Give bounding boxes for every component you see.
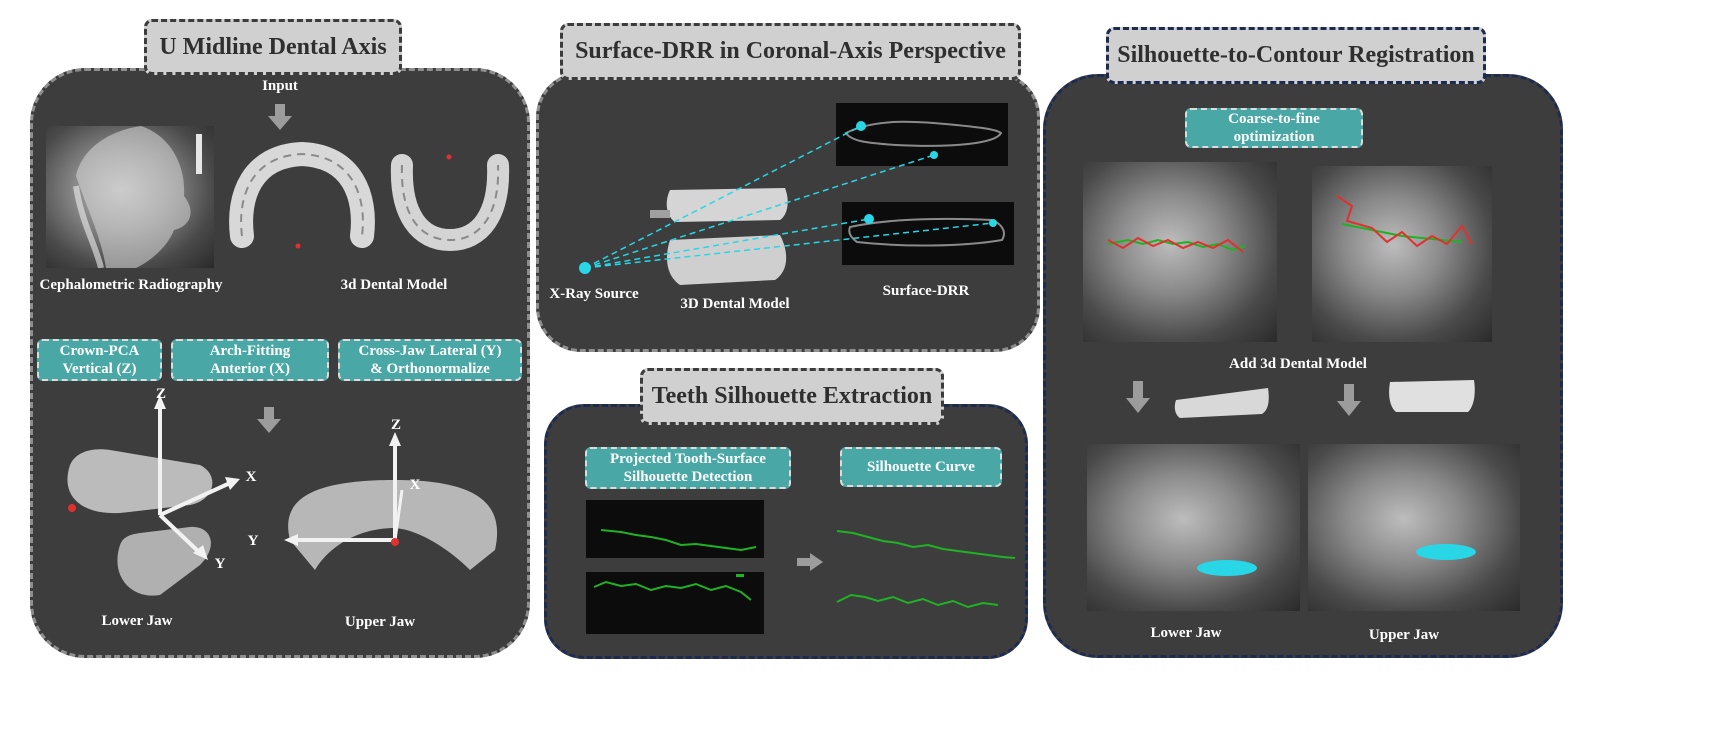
registration-upper-jaw-label: Upper Jaw <box>1368 627 1440 643</box>
silhouette-detection-lower-image <box>586 572 764 634</box>
registration-xray-upper-image <box>1312 166 1492 342</box>
drr-lower-image <box>842 202 1014 265</box>
cephalometric-radiograph-image <box>46 126 214 268</box>
silhouette-detection-line2: Silhouette Detection <box>623 469 753 485</box>
lower-jaw-3d-image <box>67 395 240 596</box>
drr-upper-image <box>836 103 1008 166</box>
lower-axis-y-label: Y <box>214 556 226 572</box>
midline-axis-title: U Midline Dental Axis <box>144 19 402 75</box>
registration-xray-lower-image <box>1083 162 1277 342</box>
coarse-to-fine-box: Coarse-to-fine optimization <box>1185 108 1363 148</box>
arch-fitting-line1: Arch-Fitting <box>209 343 291 359</box>
lower-jaw-model-image <box>1174 388 1269 418</box>
upper-axis-y-label: Y <box>247 533 259 549</box>
silhouette-curve-image <box>836 530 1016 609</box>
arch-fitting-box: Arch-Fitting Anterior (X) <box>171 339 329 381</box>
dental-arch-u-image <box>390 154 510 252</box>
xray-source-label: X-Ray Source <box>549 286 639 302</box>
dental-arch-occlusal-image <box>229 141 375 248</box>
upper-axis-x-label: X <box>409 477 421 493</box>
upper-axis-z-label: Z <box>390 417 401 433</box>
upper-jaw-label: Upper Jaw <box>344 614 416 630</box>
registration-title: Silhouette-to-Contour Registration <box>1106 27 1486 84</box>
registration-result-upper-image <box>1308 444 1520 611</box>
upper-jaw-3d-image <box>284 432 498 570</box>
crown-pca-line1: Crown-PCA <box>59 343 140 359</box>
input-label: Input <box>262 78 298 94</box>
red-marker-dot <box>446 154 452 160</box>
registration-result-lower-image <box>1087 444 1300 611</box>
lower-axis-x-label: X <box>245 469 257 485</box>
arch-fitting-line2: Anterior (X) <box>209 361 291 377</box>
red-marker-dot <box>295 243 301 249</box>
right-arrow-icon <box>797 553 823 571</box>
surface-drr-title: Surface-DRR in Coronal-Axis Perspective <box>560 23 1021 80</box>
add-dental-model-label: Add 3d Dental Model <box>1229 356 1367 372</box>
cephalometric-label: Cephalometric Radiography <box>39 277 223 293</box>
silhouette-detection-line1: Projected Tooth-Surface <box>610 451 766 467</box>
down-arrow-icon <box>257 407 281 433</box>
lower-jaw-label: Lower Jaw <box>101 613 173 629</box>
silhouette-detection-box: Projected Tooth-Surface Silhouette Detec… <box>585 447 791 489</box>
down-arrow-icon <box>1337 384 1361 416</box>
crown-pca-line2: Vertical (Z) <box>62 361 137 377</box>
silhouette-title: Teeth Silhouette Extraction <box>640 368 944 425</box>
silhouette-detection-upper-image <box>586 500 764 558</box>
dental-model-3d-label: 3D Dental Model <box>680 296 790 312</box>
cross-jaw-line2: & Orthonormalize <box>370 361 490 377</box>
cross-jaw-line1: Cross-Jaw Lateral (Y) <box>358 343 502 359</box>
dental-model-3d-image <box>650 188 788 285</box>
down-arrow-icon <box>1126 381 1150 413</box>
silhouette-curve-box: Silhouette Curve <box>840 447 1002 487</box>
surface-drr-label: Surface-DRR <box>882 283 970 299</box>
lower-axis-z-label: Z <box>155 386 166 402</box>
upper-jaw-model-image <box>1389 380 1475 412</box>
input-arrow-icon <box>268 104 292 130</box>
dental-model-label: 3d Dental Model <box>340 277 448 293</box>
cross-jaw-box: Cross-Jaw Lateral (Y) & Orthonormalize <box>338 339 522 381</box>
crown-pca-box: Crown-PCA Vertical (Z) <box>37 339 162 381</box>
registration-lower-jaw-label: Lower Jaw <box>1150 625 1222 641</box>
